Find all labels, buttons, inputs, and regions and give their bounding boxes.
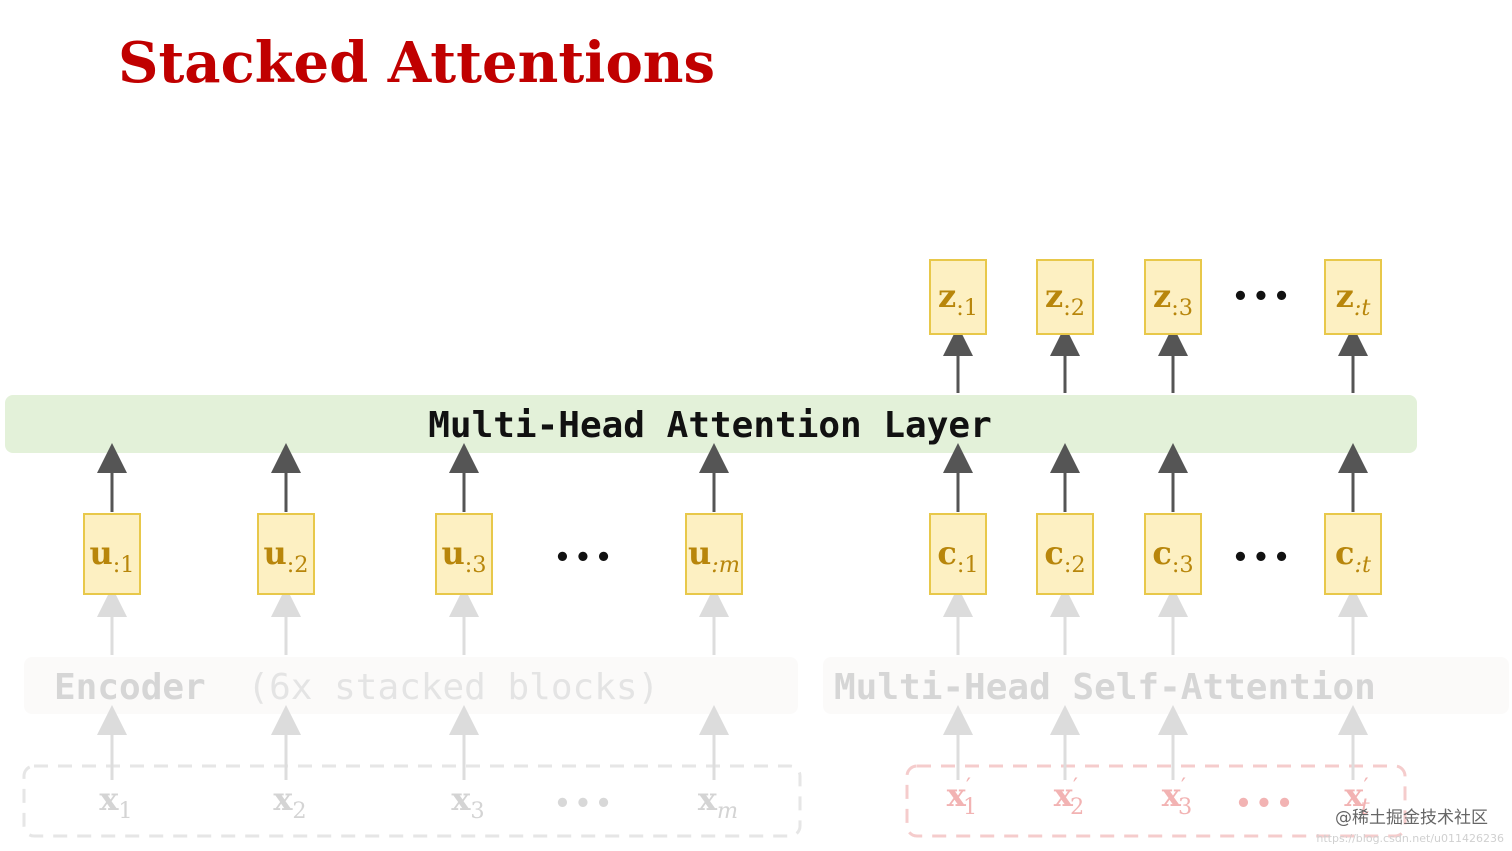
watermark-site: @稀土掘金技术社区 <box>1335 808 1488 828</box>
watermark-url: https://blog.csdn.net/u011426236 <box>1316 832 1504 845</box>
output-z-2-label: z:2 <box>1045 277 1085 321</box>
ellipsis-c: ••• <box>1232 543 1294 573</box>
context-c-1-label: c:1 <box>937 534 978 578</box>
encoder-inputs-group <box>22 764 802 838</box>
output-z-4-box <box>1324 259 1382 335</box>
ellipsis-z: ••• <box>1232 282 1294 312</box>
context-c-1-box <box>929 513 987 595</box>
encoder-output-u-1-label: u:1 <box>89 534 134 578</box>
ellipsis-x-prime: ••• <box>1235 789 1297 819</box>
output-z-4-label: z:t <box>1336 277 1372 321</box>
context-c-2-label: c:2 <box>1044 534 1085 578</box>
self-attention-block <box>823 657 1509 714</box>
encoder-output-u-2-label: u:2 <box>263 534 308 578</box>
encoder-block <box>24 657 798 714</box>
output-z-1-label: z:1 <box>938 277 978 321</box>
output-z-3-box <box>1144 259 1202 335</box>
output-z-3-label: z:3 <box>1153 277 1193 321</box>
context-c-4-label: c:t <box>1335 534 1372 578</box>
context-c-4-box <box>1324 513 1382 595</box>
output-z-1-box <box>929 259 987 335</box>
ellipsis-x: ••• <box>554 789 616 819</box>
decoder-inputs-group <box>905 764 1407 838</box>
encoder-output-u-2-box <box>257 513 315 595</box>
ellipsis-u: ••• <box>554 543 616 573</box>
attention-layer-bar <box>5 395 1417 453</box>
encoder-label: Encoder (6x stacked blocks) <box>54 667 659 708</box>
input-x-prime-4: x′t <box>1344 774 1370 820</box>
input-x-prime-1: x′1 <box>947 774 977 820</box>
encoder-label-sub: (6x stacked blocks) <box>247 667 659 708</box>
input-x-prime-2: x′2 <box>1054 774 1084 820</box>
input-x-1: x1 <box>99 780 132 824</box>
encoder-output-u-4-label: u:m <box>688 534 740 578</box>
input-x-prime-3: x′3 <box>1162 774 1192 820</box>
self-attention-label: Multi-Head Self-Attention <box>834 667 1376 708</box>
encoder-output-u-4-box <box>685 513 743 595</box>
context-c-3-label: c:3 <box>1152 534 1193 578</box>
page-title: Stacked Attentions <box>118 30 715 96</box>
input-x-3: x3 <box>451 780 484 824</box>
encoder-label-main: Encoder <box>54 667 206 708</box>
input-x-2: x2 <box>273 780 306 824</box>
output-z-2-box <box>1036 259 1094 335</box>
input-x-4: xm <box>698 780 738 824</box>
context-c-3-box <box>1144 513 1202 595</box>
encoder-output-u-3-box <box>435 513 493 595</box>
context-c-2-box <box>1036 513 1094 595</box>
encoder-output-u-3-label: u:3 <box>441 534 486 578</box>
encoder-output-u-1-box <box>83 513 141 595</box>
attention-layer-label: Multi-Head Attention Layer <box>428 405 992 446</box>
